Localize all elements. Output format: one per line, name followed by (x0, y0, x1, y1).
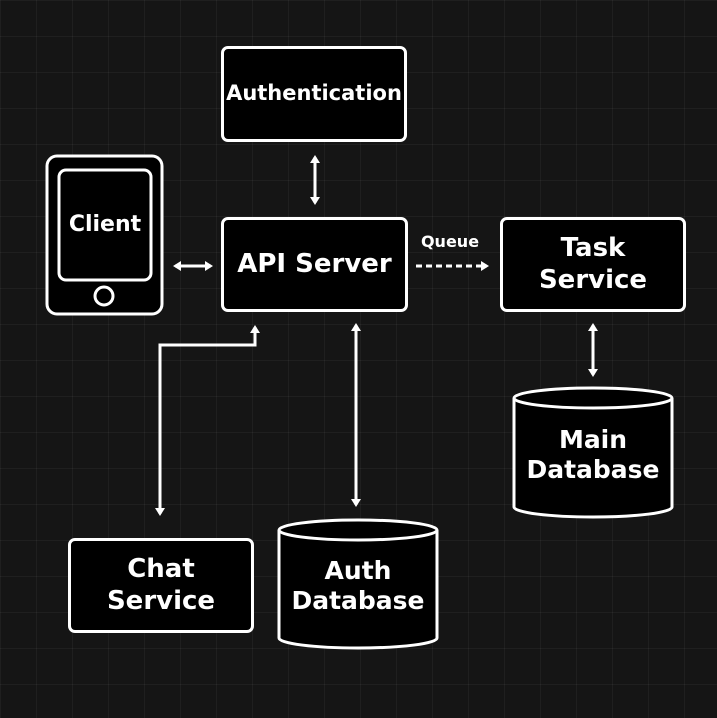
auth-database-cylinder (277, 518, 439, 650)
client-label: Client (68, 211, 142, 237)
api-server-node: API Server (221, 217, 408, 312)
auth-database-label: Auth Database (291, 555, 425, 616)
authentication-label: Authentication (226, 81, 402, 106)
authentication-node: Authentication (221, 46, 407, 142)
client-phone-screen (57, 168, 153, 282)
client-phone-home-button (93, 285, 115, 307)
main-database-label: Main Database (526, 424, 660, 485)
chat-service-node: Chat Service (68, 538, 254, 633)
queue-label: Queue (420, 232, 480, 252)
chat-api-arrow (155, 325, 260, 516)
main-database-cylinder (512, 386, 674, 519)
task-service-label: Task Service (538, 232, 648, 295)
api-server-label: API Server (237, 248, 392, 279)
chat-service-label: Chat Service (106, 553, 216, 616)
task-service-node: Task Service (500, 217, 686, 312)
